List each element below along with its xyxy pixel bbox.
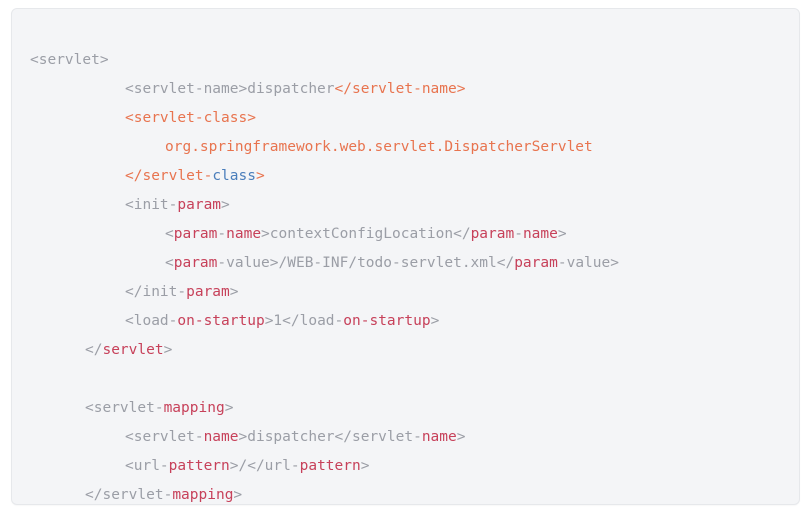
code-line: org.springframework.web.servlet.Dispatch… xyxy=(12,133,799,162)
code-token: > xyxy=(221,196,230,213)
code-token: > xyxy=(229,283,239,300)
code-line: <load-on-startup>1</load-on-startup> xyxy=(12,307,799,336)
code-line: <servlet-mapping> xyxy=(12,394,799,423)
code-token: - xyxy=(217,225,227,242)
code-token: name xyxy=(421,428,457,445)
code-token: <init- xyxy=(125,196,178,213)
code-token: > xyxy=(233,486,243,503)
code-token: on-startup xyxy=(177,312,265,329)
code-line: <init-param> xyxy=(12,191,799,220)
code-token: > xyxy=(360,457,370,474)
code-token: >/</url- xyxy=(229,457,300,474)
code-token: -value>/WEB-INF/todo-servlet.xml</ xyxy=(217,254,515,271)
code-block-panel: <servlet><servlet-name>dispatcher</servl… xyxy=(11,8,800,505)
code-line: <servlet-name>dispatcher</servlet-name> xyxy=(12,75,799,104)
code-token: on-startup xyxy=(343,312,431,329)
code-listing[interactable]: <servlet><servlet-name>dispatcher</servl… xyxy=(12,46,799,505)
code-line: <param-name>contextConfigLocation</param… xyxy=(12,220,799,249)
code-token: org.springframework.web.servlet.Dispatch… xyxy=(165,138,593,155)
code-token: <servlet-class> xyxy=(125,109,256,126)
code-line: <servlet-name>dispatcher</servlet-name> xyxy=(12,423,799,452)
code-token: >1</load- xyxy=(264,312,344,329)
code-token: </servlet- xyxy=(125,167,213,184)
code-token: > xyxy=(255,167,265,184)
code-line: <param-value>/WEB-INF/todo-servlet.xml</… xyxy=(12,249,799,278)
code-line: </servlet-mapping> xyxy=(12,481,799,505)
code-token: pattern xyxy=(299,457,361,474)
code-token: param xyxy=(173,254,218,271)
code-token: param xyxy=(177,196,222,213)
code-token: > xyxy=(163,341,173,358)
code-line: </servlet-class> xyxy=(12,162,799,191)
code-token: <load- xyxy=(125,312,178,329)
code-token: >dispatcher</servlet- xyxy=(238,428,422,445)
code-token: < xyxy=(165,225,174,242)
code-token: < xyxy=(165,254,174,271)
code-token: mapping xyxy=(163,399,225,416)
code-token: > xyxy=(224,399,234,416)
code-token: servlet xyxy=(102,341,164,358)
code-token: param xyxy=(173,225,218,242)
code-token: > xyxy=(430,312,440,329)
code-token: >contextConfigLocation</ xyxy=(261,225,471,242)
code-line: <servlet-class> xyxy=(12,104,799,133)
code-token: <servlet- xyxy=(85,399,164,416)
code-token: pattern xyxy=(168,457,230,474)
code-token: name xyxy=(226,225,262,242)
code-token: <servlet> xyxy=(30,51,109,68)
code-token: class xyxy=(212,167,256,184)
code-token: <url- xyxy=(125,457,169,474)
code-token: </servlet- xyxy=(85,486,173,503)
code-token: name xyxy=(522,225,558,242)
code-token: mapping xyxy=(172,486,234,503)
code-line: </init-param> xyxy=(12,278,799,307)
code-token: param xyxy=(470,225,515,242)
code-line: <servlet> xyxy=(12,46,799,75)
code-token: </init- xyxy=(125,283,187,300)
code-token: </servlet-name> xyxy=(334,80,466,97)
code-token: <servlet-name>dispatcher xyxy=(125,80,335,97)
code-token: name xyxy=(203,428,239,445)
code-line: </servlet> xyxy=(12,336,799,365)
code-token: > xyxy=(557,225,567,242)
code-lines-container: <servlet><servlet-name>dispatcher</servl… xyxy=(12,46,799,505)
code-token: -value> xyxy=(557,254,619,271)
code-line: <url-pattern>/</url-pattern> xyxy=(12,452,799,481)
code-token: > xyxy=(456,428,466,445)
code-token: - xyxy=(514,225,523,242)
code-token: <servlet- xyxy=(125,428,204,445)
code-token: param xyxy=(514,254,558,271)
code-line xyxy=(12,365,799,394)
code-token: param xyxy=(186,283,230,300)
code-token: </ xyxy=(85,341,103,358)
